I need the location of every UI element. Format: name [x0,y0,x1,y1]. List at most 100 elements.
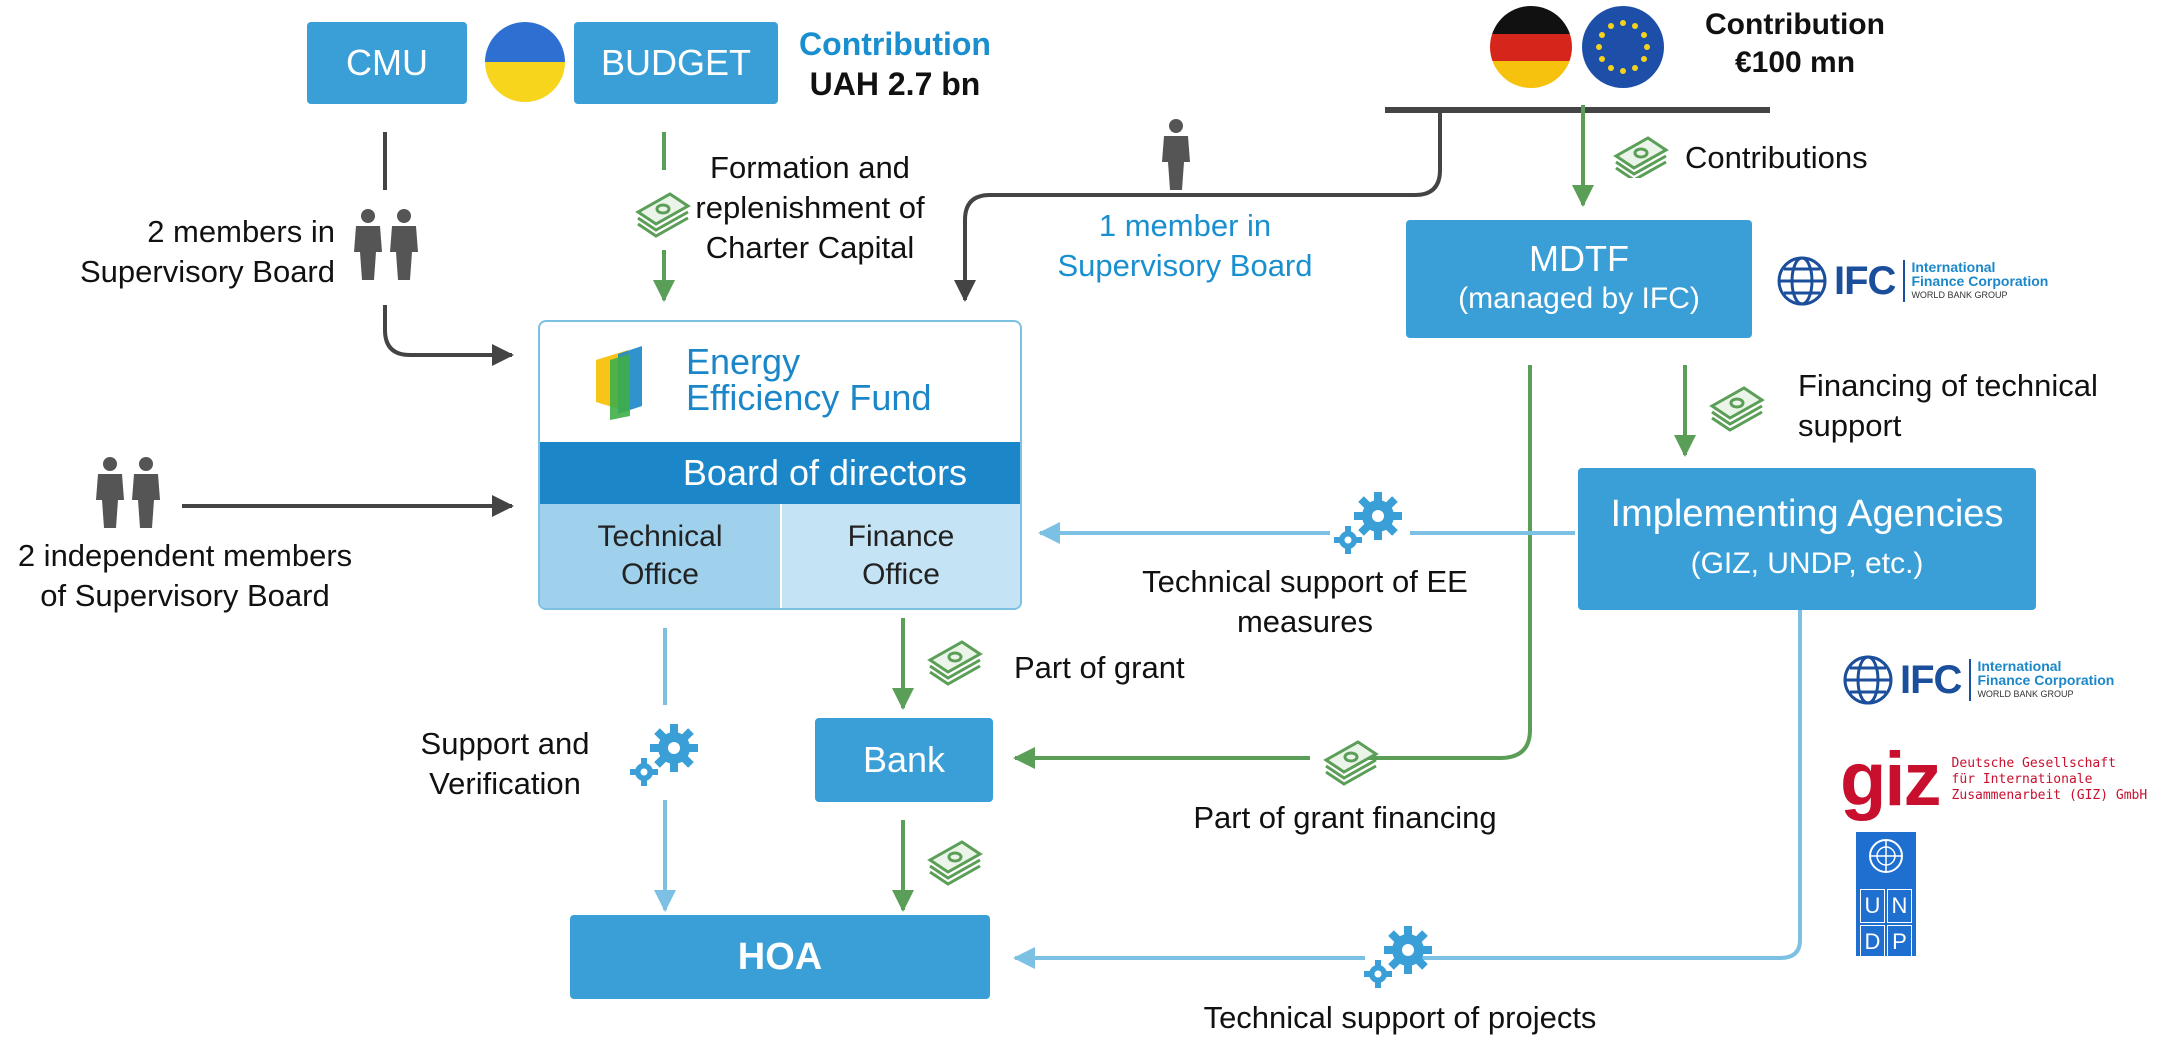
eu-flag-icon [1582,6,1664,88]
undp-letter-d: D [1860,925,1885,959]
finance-office-line1: Finance [847,520,955,553]
eef-logo-line2: Efficiency Fund [686,377,932,418]
person-icon [1160,118,1192,195]
ifc-line2: Finance Corporation [1977,672,2115,688]
mdtf-title: MDTF [1529,238,1629,279]
cmu-members-label: 2 members in Supervisory Board [60,212,335,292]
part-grant-financing-label: Part of grant financing [1193,800,1497,835]
cmu-members-line2: Supervisory Board [79,254,335,289]
ifc-line3: WORLD BANK GROUP [1911,290,2008,300]
formation-line3: Charter Capital [705,230,915,265]
budget-box: BUDGET [574,22,778,104]
donor-to-fund-arrow [954,110,1442,302]
contributions-label: Contributions [1685,140,1868,175]
giz-logo-text: giz [1840,737,1942,822]
board-label: Board of directors [682,452,968,493]
ifc-logo-text: IFC [1834,258,1896,303]
technical-office: Technical Office [540,504,782,608]
cmu-box: CMU [307,22,467,104]
financing-tech-label: Financing of technical support [1798,366,2098,446]
tech-support-ee-line2: measures [1236,604,1374,639]
gears-icon [1360,924,1438,997]
tech-support-ee-label: Technical support of EE measures [1130,562,1480,642]
money-icon [634,186,692,243]
un-emblem-icon [1869,839,1903,873]
gears-icon [1330,490,1408,563]
energy-efficiency-fund: Energy Efficiency Fund Board of director… [538,320,1022,610]
eu-contribution-value: €100 mn [1734,46,1856,79]
one-member-line2: Supervisory Board [1057,248,1313,283]
ua-contribution: Contribution UAH 2.7 bn [790,24,1000,104]
ifc-logo: IFC International Finance Corporation WO… [1842,654,2114,706]
technical-office-line2: Office [621,558,699,591]
people-icon [94,456,164,533]
ifc-line3: WORLD BANK GROUP [1977,689,2074,699]
eu-contribution: Contribution €100 mn [1680,6,1910,82]
hoa-box: HOA [570,915,990,999]
ifc-logo-text: IFC [1900,657,1962,702]
agencies-to-hoa-arrow [1420,610,1802,960]
technical-office-line1: Technical [597,520,723,553]
money-icon [1612,130,1670,183]
budget-label: BUDGET [600,42,751,83]
giz-line3: Zusammenarbeit (GIZ) GmbH [1951,788,2148,803]
support-verification-label: Support and Verification [410,724,600,804]
undp-letter-n: N [1887,889,1912,923]
ifc-logo: IFC International Finance Corporation WO… [1776,255,2048,307]
giz-logo: giz Deutsche Gesellschaft für Internatio… [1840,740,2147,820]
undp-logo: U N D P [1856,832,1916,959]
eef-logo-line1: Energy [686,341,801,382]
mdtf-to-bank-arrow [1360,365,1532,760]
money-icon [1708,380,1766,437]
cmu-members-line1: 2 members in [147,214,335,249]
support-verification-line1: Support and [420,726,590,761]
agencies-subtitle: (GIZ, UNDP, etc.) [1690,547,1924,580]
implementing-agencies-box: Implementing Agencies (GIZ, UNDP, etc.) [1578,468,2036,610]
money-icon [1322,734,1380,791]
one-member-label: 1 member in Supervisory Board [1040,206,1330,286]
giz-line2: für Internationale [1951,772,2093,787]
board-of-directors: Board of directors [540,442,1020,504]
formation-line1: Formation and [710,150,910,185]
finance-office-line2: Office [862,558,940,591]
hoa-label: HOA [737,935,823,978]
financing-tech-line1: Financing of technical [1798,368,2098,403]
finance-office: Finance Office [782,504,1020,608]
germany-flag-icon [1490,6,1572,88]
giz-line1: Deutsche Gesellschaft [1951,756,2116,771]
money-icon [926,634,984,691]
independent-line2: of Supervisory Board [40,578,330,613]
people-icon [352,208,422,285]
eu-contribution-title: Contribution [1705,8,1885,41]
ifc-line1: International [1977,658,2062,674]
ua-contribution-title: Contribution [799,26,991,62]
cmu-label: CMU [346,42,428,83]
ukraine-flag-icon [485,22,565,102]
financing-tech-line2: support [1798,408,1902,443]
bank-label: Bank [862,739,946,780]
undp-letter-p: P [1887,925,1912,959]
independent-members-label: 2 independent members of Supervisory Boa… [0,536,370,616]
gears-icon [626,722,704,795]
ua-contribution-value: UAH 2.7 bn [809,66,981,102]
eef-logo-icon [592,346,662,425]
mdtf-subtitle: (managed by IFC) [1458,282,1700,315]
mdtf-box: MDTF (managed by IFC) [1406,220,1752,338]
part-of-grant-label: Part of grant [1014,650,1185,685]
one-member-line1: 1 member in [1098,208,1272,243]
globe-icon [1843,655,1893,705]
formation-label: Formation and replenishment of Charter C… [690,148,930,268]
agencies-title: Implementing Agencies [1610,493,2004,535]
independent-line1: 2 independent members [17,538,353,573]
money-icon [926,834,984,891]
tech-support-ee-line1: Technical support of EE [1142,564,1468,599]
globe-icon [1777,256,1827,306]
ifc-line2: Finance Corporation [1911,273,2049,289]
undp-letter-u: U [1860,889,1885,923]
support-verification-line2: Verification [429,766,581,801]
bank-box: Bank [815,718,993,802]
ifc-line1: International [1911,259,1996,275]
tech-support-projects-label: Technical support of projects [1203,1000,1597,1035]
formation-line2: replenishment of [695,190,925,225]
